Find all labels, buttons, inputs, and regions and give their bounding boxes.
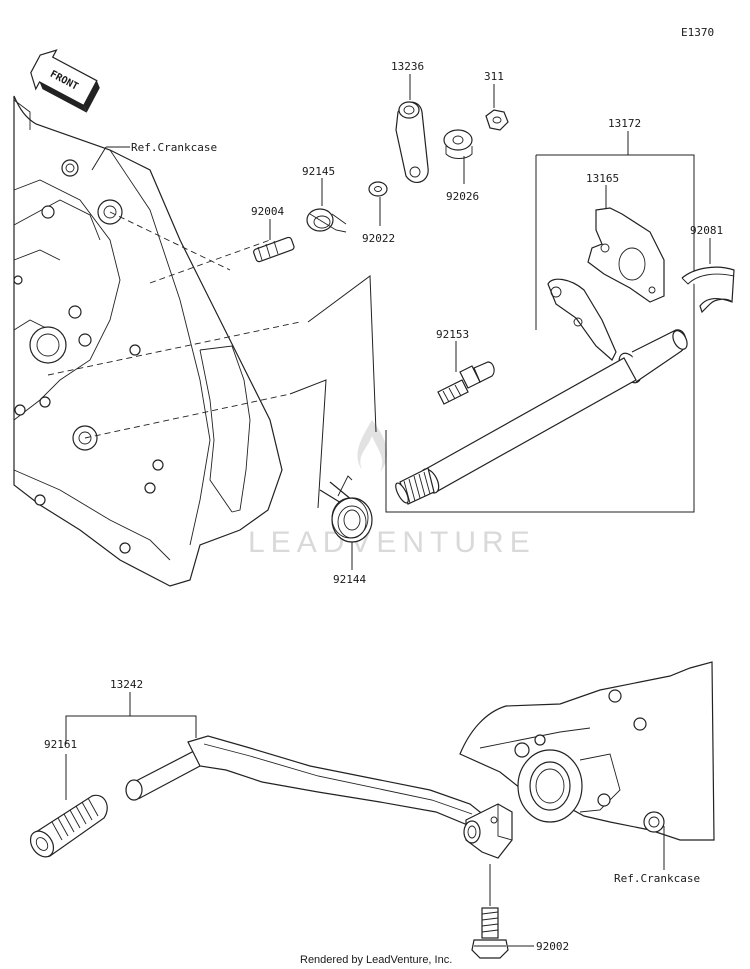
label-92081: 92081 [690, 224, 723, 237]
part-13165-plate [587, 207, 665, 303]
ref-crankcase-top-label: Ref.Crankcase [131, 141, 217, 154]
part-13236-lever [395, 101, 429, 184]
ref-crankcase-bottom-label: Ref.Crankcase [614, 872, 700, 885]
crankcase-lower [459, 661, 715, 841]
part-92026-collar [443, 129, 473, 159]
part-13172-shift-shaft [395, 278, 688, 505]
part-92022-washer [368, 181, 388, 197]
label-92161: 92161 [44, 738, 77, 751]
footer-credit: Rendered by LeadVenture, Inc. [300, 954, 452, 966]
label-92144: 92144 [333, 573, 366, 586]
label-311: 311 [484, 70, 504, 83]
watermark: LEADVENTURE [248, 420, 536, 559]
crankcase-upper [13, 95, 283, 587]
part-92161-pedal-rubber [29, 794, 108, 858]
label-92026: 92026 [446, 190, 479, 203]
part-92081-clip [681, 266, 735, 314]
label-92022: 92022 [362, 232, 395, 245]
part-311-nut [485, 109, 509, 131]
label-13242: 13242 [110, 678, 143, 691]
front-arrow-icon: FRONT [30, 49, 100, 113]
label-13172: 13172 [608, 117, 641, 130]
part-13242-shift-pedal [125, 735, 513, 859]
bracket-13242 [65, 715, 197, 744]
label-92004: 92004 [251, 205, 284, 218]
label-13165: 13165 [586, 172, 619, 185]
label-92002: 92002 [536, 940, 569, 953]
label-92145: 92145 [302, 165, 335, 178]
part-92153-bolt [437, 361, 495, 405]
part-92145-spring [306, 208, 347, 233]
part-92002-bolt [471, 907, 509, 959]
label-13236: 13236 [391, 60, 424, 73]
watermark-text: LEADVENTURE [248, 526, 536, 559]
diagram-code: E1370 [681, 26, 714, 39]
bracket-13172 [385, 154, 695, 513]
label-92153: 92153 [436, 328, 469, 341]
part-92004-pin [253, 236, 295, 263]
